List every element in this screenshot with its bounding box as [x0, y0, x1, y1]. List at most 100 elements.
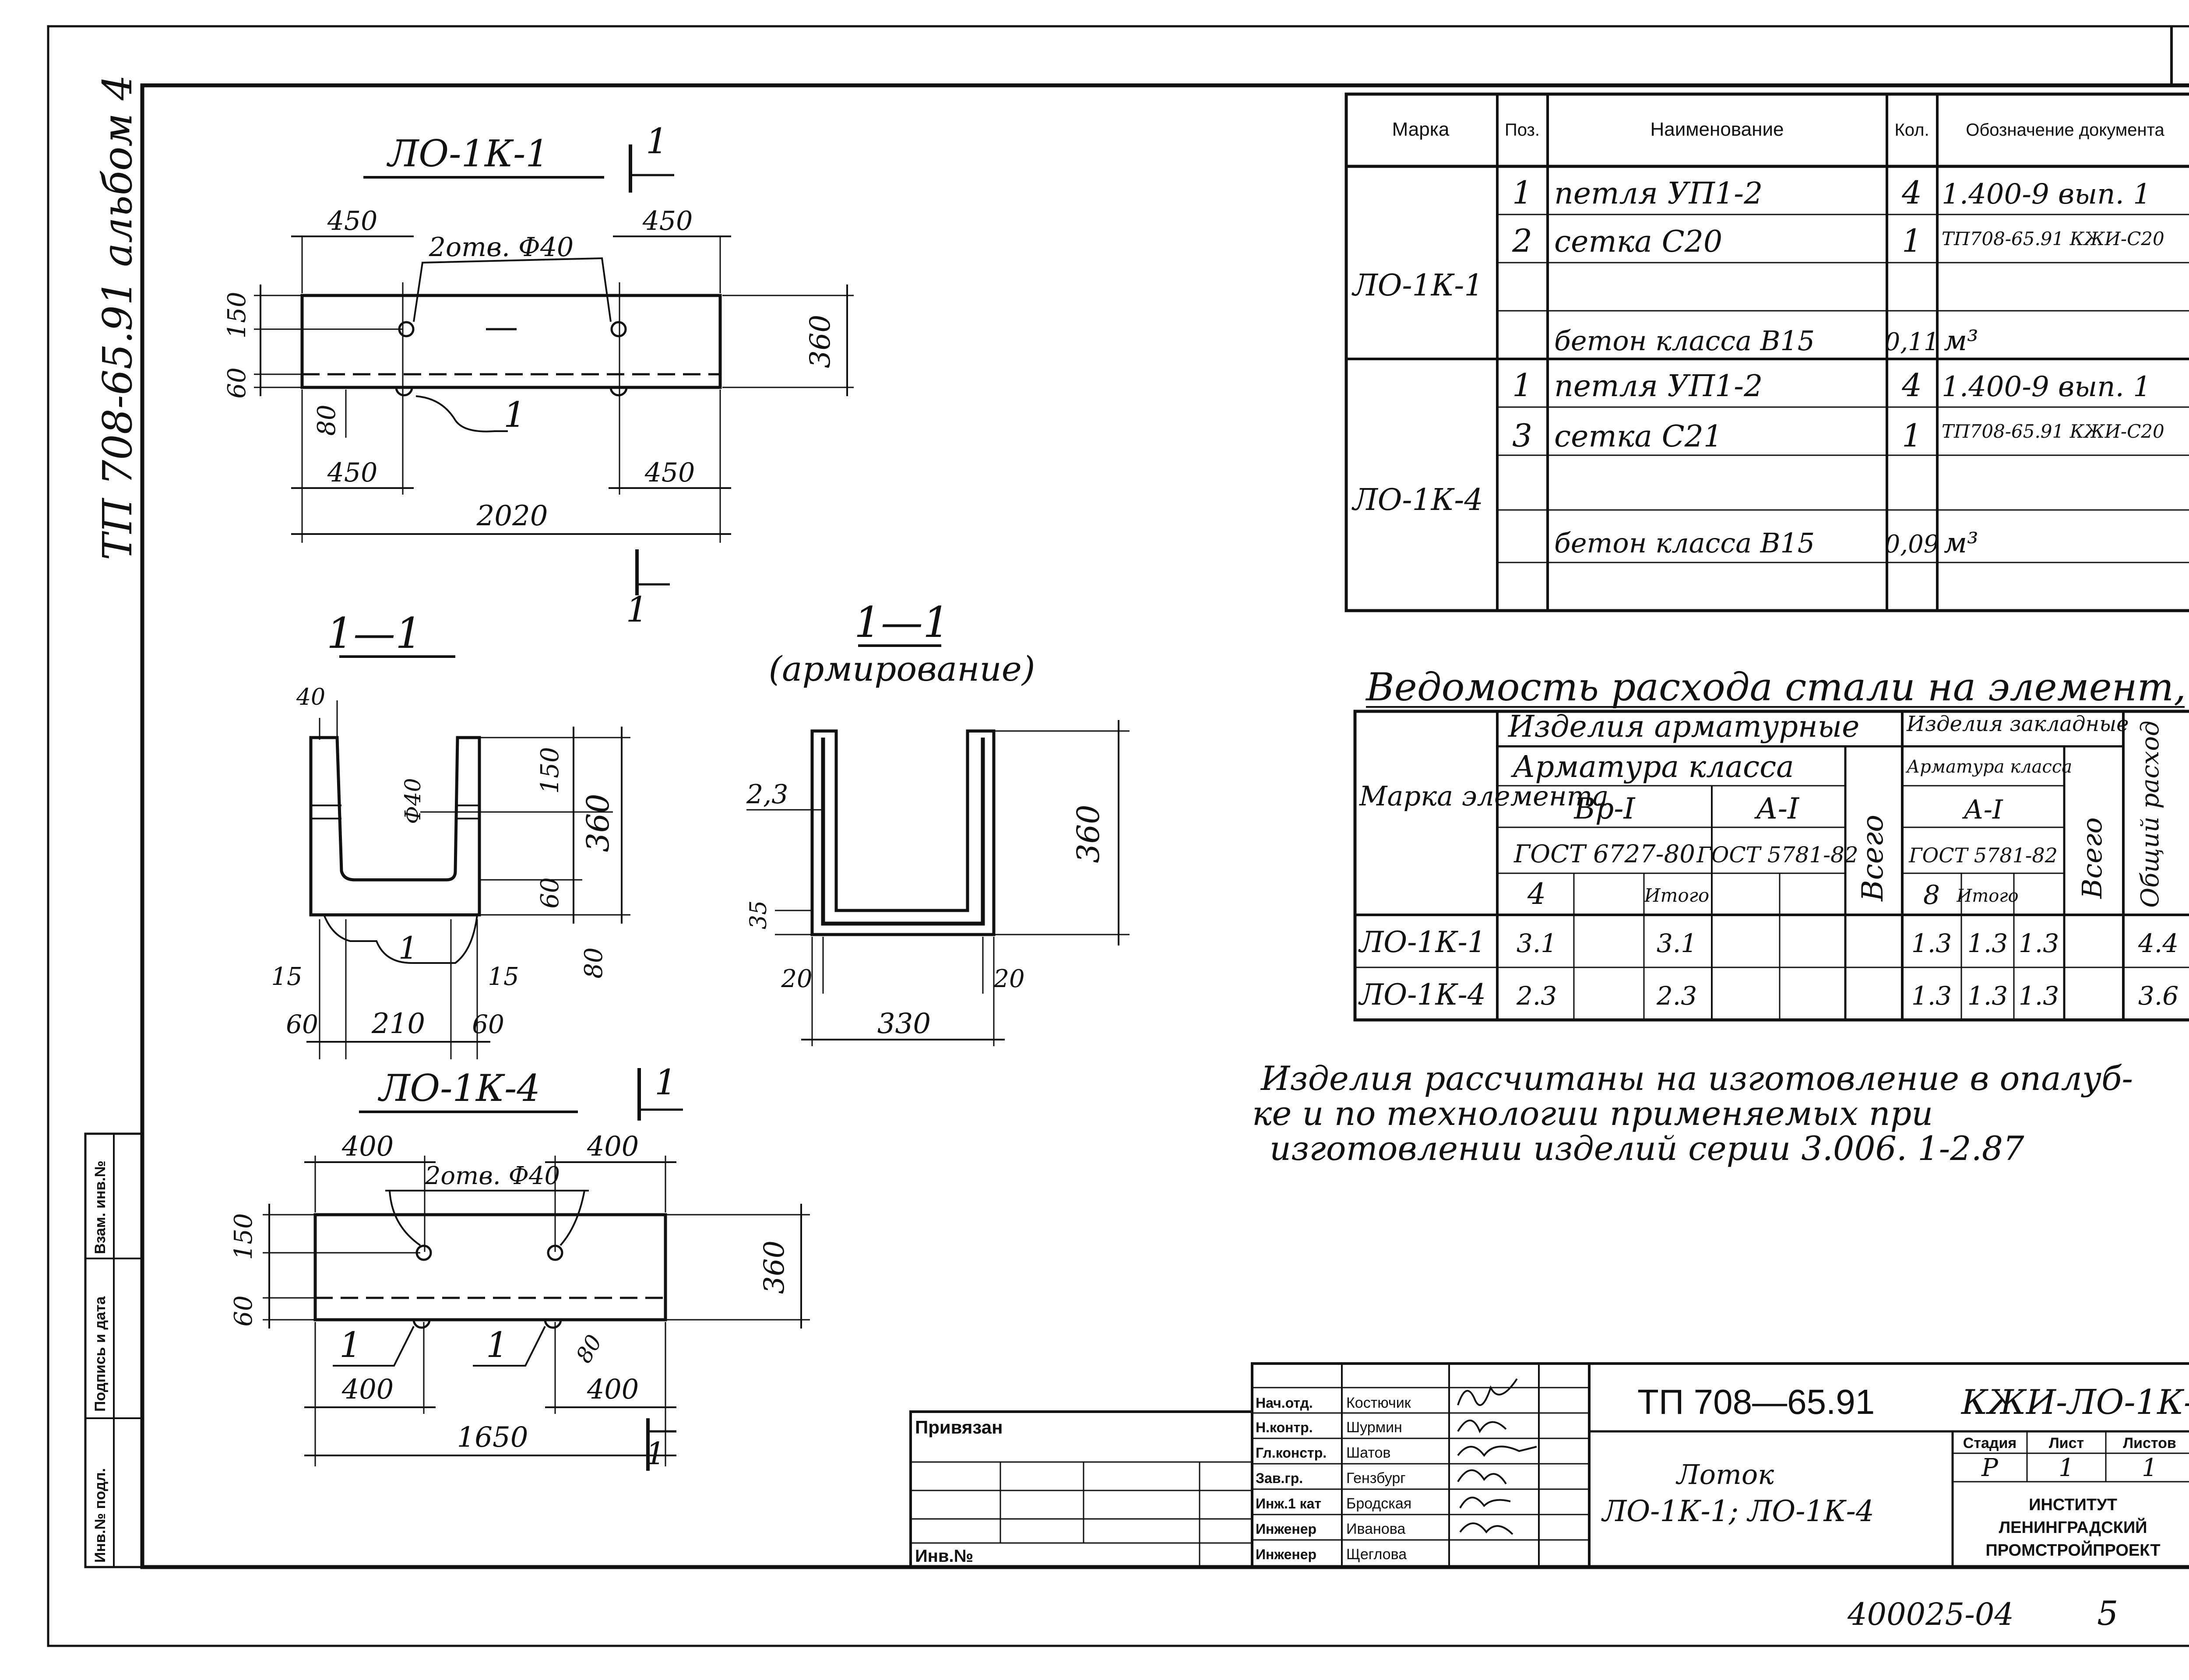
tb-role-6: Инженер [1256, 1521, 1316, 1537]
left-stamp: Инв.№ подл. Подпись и дата Взам. инв.№ [84, 1132, 144, 1568]
note-line-1: Изделия рассчитаны на изготовление в опа… [1260, 1059, 2133, 1098]
rebar-dim-330: 330 [877, 1008, 931, 1040]
steel-r1-mark: ЛО-1К-1 [1358, 925, 1486, 959]
spec-h-qty: Кол. [1894, 120, 1929, 140]
title-block: Привязан Инв.№ Нач.отд. Костючик Н.контр… [909, 1362, 2189, 1568]
steel-r1-c8: 1.3 [1911, 928, 1952, 958]
spec-g2-qty-2: 1 [1902, 417, 1922, 454]
plan4-pos-label-left: 1 [339, 1325, 362, 1365]
tb-privyazan: Привязан [915, 1417, 1003, 1437]
section-mark-bottom: 1 [626, 589, 648, 630]
tb-role-4: Зав.гр. [1256, 1470, 1303, 1486]
sec-dim-60-right: 60 [472, 1009, 504, 1039]
plan1-dim-60: 60 [223, 367, 251, 398]
spec-h-mark: Марка [1392, 119, 1450, 140]
section-outline [309, 736, 481, 917]
plan4-section-mark: 1 [655, 1062, 677, 1103]
steel-h-mark: Марка элемента [1359, 780, 1608, 812]
spec-g2-pos-1: 1 [1512, 367, 1532, 404]
tb-stage-h: Стадия [1963, 1435, 2017, 1452]
sec-dim-phi40: Ф40 [400, 778, 426, 824]
steel-h-a1: А-I [1754, 792, 1800, 826]
plan4-dim-bot-left: 400 [341, 1373, 394, 1405]
steel-h-itogo2: Итого [1956, 886, 2018, 906]
steel-table: Ведомость расхода стали на элемент, кг М… [1353, 664, 2189, 1022]
sec-pos-label: 1 [398, 930, 418, 966]
spec-g1-concrete-unit: м³ [1944, 325, 1978, 357]
tb-role-7: Инженер [1256, 1546, 1316, 1562]
tb-code: ТП 708—65.91 [1637, 1382, 1875, 1421]
spec-g2-name-1: петля УП1-2 [1554, 369, 1763, 404]
spec-g1-qty-2: 1 [1902, 222, 1922, 259]
tb-stage: Р [1981, 1454, 1999, 1482]
section-rebar: 1—1 (армирование) 2,3 35 20 20 330 360 [746, 598, 1130, 1046]
steel-h-embedded: Изделия закладные [1906, 712, 2129, 736]
spec-g2-concrete: бетон класса В15 [1554, 527, 1815, 559]
tb-name-3: Шатов [1346, 1445, 1391, 1461]
steel-h-vsego1: Всего [1856, 815, 1890, 902]
tb-role-5: Инж.1 кат [1256, 1496, 1321, 1511]
tb-org-1: ИНСТИТУТ [2029, 1496, 2117, 1514]
spec-mark-2: ЛО-1К-4 [1351, 483, 1483, 517]
sec-dim-360: 360 [580, 794, 616, 852]
tb-org-2: ЛЕНИНГРАДСКИЙ [1999, 1517, 2147, 1537]
plan4-dim-360: 360 [758, 1241, 791, 1294]
sec-dim-80: 80 [580, 947, 608, 978]
plan1-dim-80: 80 [313, 404, 341, 436]
rebar-dim-20-left: 20 [781, 965, 812, 993]
plan1-dim-150: 150 [223, 292, 251, 339]
sec-dim-60-left: 60 [286, 1009, 318, 1039]
steel-r1-itogo: 3.1 [1657, 928, 1697, 958]
plan4-dim-top-left: 400 [341, 1130, 394, 1162]
tb-org-3: ПРОМСТРОЙПРОЕКТ [1985, 1540, 2160, 1560]
stamp-replace: Взам. инв.№ [92, 1160, 109, 1254]
rebar-dim-360: 360 [1070, 805, 1106, 863]
steel-r2-c8: 1.3 [1911, 981, 1952, 1011]
section-mark-top: 1 [646, 121, 668, 162]
spec-g2-doc-1: 1.400-9 вып. 1 [1942, 371, 2151, 403]
tb-name-5: Бродская [1346, 1495, 1411, 1512]
plan4-dim-150: 150 [229, 1213, 258, 1260]
steel-h-a1b: А-I [1962, 794, 2003, 825]
tb-name-7: Щеглова [1346, 1546, 1407, 1563]
sec-dim-60: 60 [536, 877, 564, 908]
archive-number: 400025-04 [1847, 1596, 2014, 1632]
steel-r2-mark: ЛО-1К-4 [1358, 978, 1486, 1012]
steel-r2-total: 3.6 [2138, 981, 2178, 1011]
spec-g1-doc-2: ТП708-65.91 КЖИ-С20 [1942, 228, 2164, 250]
plan1-title: ЛО-1К-1 [386, 132, 549, 175]
signature-scribble [1457, 1378, 1518, 1406]
tb-role-1: Нач.отд. [1256, 1395, 1313, 1411]
tb-sheet: 1 [2059, 1454, 2074, 1482]
tb-item-marks: ЛО-1К-1; ЛО-1К-4 [1601, 1494, 1874, 1528]
tb-sheet-h: Лист [2049, 1435, 2084, 1452]
plan4-outline [313, 1213, 667, 1322]
sec-dim-15-left: 15 [271, 963, 302, 991]
note-line-2: ке и по технологии применяемых при [1252, 1094, 1933, 1133]
steel-title: Ведомость расхода стали на элемент, кг [1365, 664, 2189, 710]
outer-border [47, 25, 2189, 1647]
plan4-title: ЛО-1К-4 [377, 1067, 540, 1110]
spec-g1-name-1: петля УП1-2 [1554, 176, 1763, 211]
left-margin-title: ТП 708-65.91 альбом 4 [94, 75, 141, 560]
plan4-section-mark-bottom: 1 [646, 1436, 665, 1472]
stamp-inv: Инв.№ подл. [92, 1468, 109, 1563]
plan1-dim-top-right: 450 [642, 206, 693, 236]
steel-h-gost3: ГОСТ 5781-82 [1908, 844, 2058, 867]
steel-r1-itogo2: 1.3 [1967, 928, 2008, 958]
spec-g2-concrete-unit: м³ [1944, 527, 1978, 559]
tb-name-2: Шурмин [1346, 1419, 1402, 1436]
rebar-dim-35: 35 [746, 900, 772, 929]
plan4-pos-label-right: 1 [486, 1325, 508, 1365]
steel-r2-vsego2: 1.3 [2019, 981, 2059, 1011]
spec-g1-pos-1: 1 [1512, 174, 1532, 211]
stamp-sign: Подпись и дата [92, 1296, 109, 1412]
steel-h-bp: Вр-I [1573, 792, 1636, 826]
spec-g2-concrete-qty: 0,09 [1885, 530, 1939, 559]
steel-h-vsego2: Всего [2076, 817, 2108, 899]
steel-h-rebar-class: Арматура класса [1511, 750, 1794, 784]
plan1-dim-bot-right: 450 [644, 457, 695, 488]
tb-code-suffix: КЖИ-ЛО-1К-1 [1960, 1383, 2189, 1422]
spec-h-pos: Поз. [1505, 120, 1540, 140]
plan1-outline [300, 294, 722, 389]
